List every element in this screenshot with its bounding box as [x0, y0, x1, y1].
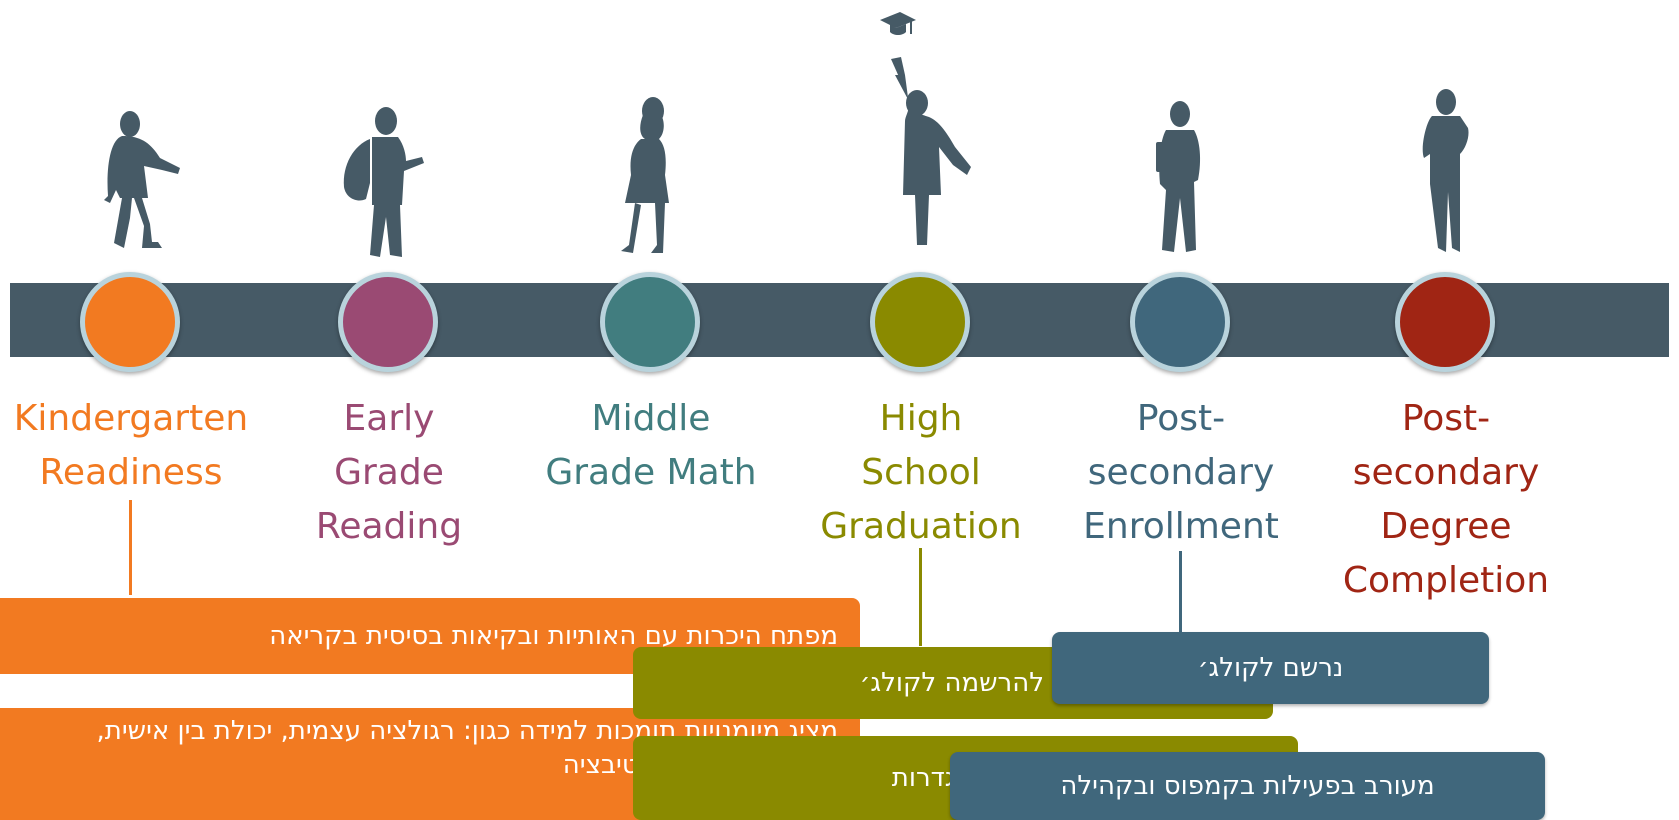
enrollment-box-2: מעורב בפעילות בקמפוס ובקהילה — [950, 752, 1545, 820]
student-holding-books-silhouette-icon — [1156, 101, 1201, 252]
woman-standing-silhouette-icon — [1422, 89, 1469, 252]
child-with-backpack-silhouette-icon — [343, 107, 424, 257]
milestone-circle-kindergarten — [80, 272, 180, 372]
timeline-bar — [10, 283, 1669, 357]
girl-silhouette-icon — [621, 97, 669, 253]
milestone-circle-degree — [1395, 272, 1495, 372]
milestone-circle-high-school — [870, 272, 970, 372]
toddler-silhouette-icon — [104, 111, 180, 248]
connector-line-kindergarten — [129, 500, 132, 595]
milestone-circle-enrollment — [1130, 272, 1230, 372]
enrollment-box-1: נרשם לקולג׳ — [1052, 632, 1489, 704]
graduate-throwing-cap-silhouette-icon — [891, 57, 971, 245]
milestone-circle-early-grade — [338, 272, 438, 372]
connector-line-high-school — [919, 548, 922, 646]
graduation-cap-icon — [880, 12, 916, 35]
milestone-circle-middle-grade — [600, 272, 700, 372]
connector-line-enrollment — [1179, 551, 1182, 636]
